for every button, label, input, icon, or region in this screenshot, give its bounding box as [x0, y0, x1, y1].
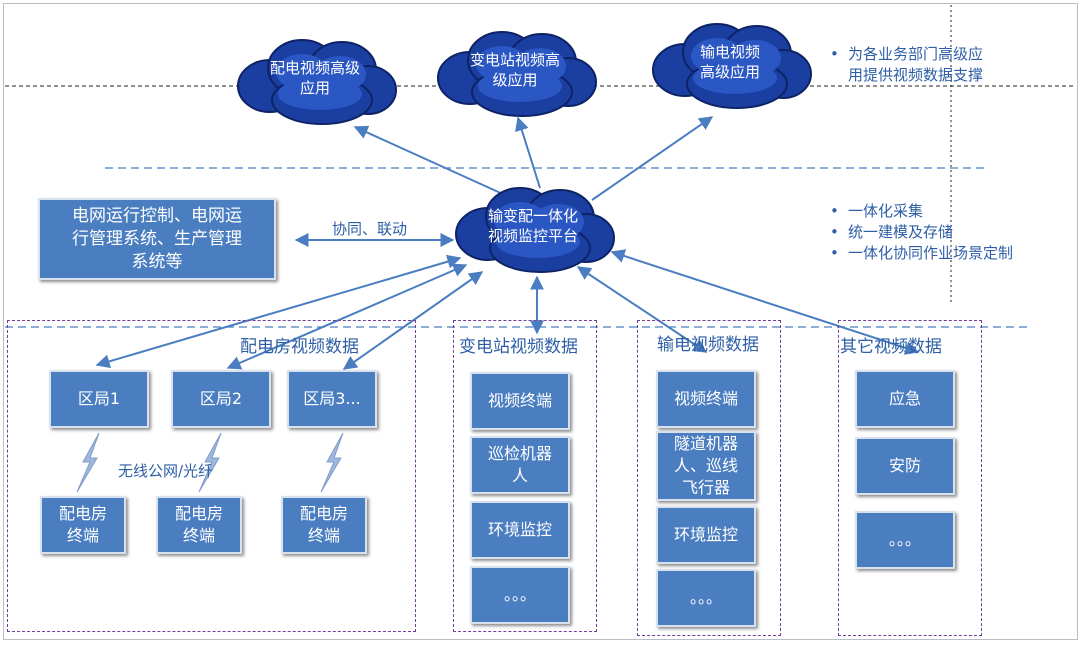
- cloud-dist-app-label: 配电视频高级 应用: [269, 59, 360, 97]
- grid-systems-box: 电网运行控制、电网运 行管理系统、生产管理 系统等: [38, 198, 276, 280]
- trans-item-box: 视频终端: [656, 370, 756, 428]
- sub-item-label: 环境监控: [487, 520, 552, 539]
- trans-item-label: 环境监控: [673, 525, 738, 544]
- cloud-icon: [455, 187, 615, 273]
- dist-terminal-label: 配电房 终端: [174, 504, 223, 545]
- other-item-box: 安防: [855, 437, 955, 495]
- cloud-sub-app: 变电站视频高 级应用: [430, 20, 600, 120]
- sub-item-label: 视频终端: [487, 391, 552, 410]
- other-item-box: 应急: [855, 370, 955, 428]
- dist-terminal-box: 配电房 终端: [40, 496, 126, 554]
- group-sub-title: 变电站视频数据: [459, 337, 578, 357]
- note-mid-item: •一体化协同作业场景定制: [830, 244, 1014, 262]
- trans-item-box: 环境监控: [656, 506, 756, 564]
- other-item-label: 。。。: [888, 530, 921, 549]
- bullet-dot: •: [830, 45, 839, 63]
- bureau-box: 区局1: [49, 370, 149, 428]
- cloud-platform: 输变配一体化 视频监控平台: [448, 176, 618, 276]
- cloud-trans-app: 输电视频 高级应用: [645, 12, 815, 112]
- note-mid-item: •统一建模及存储: [830, 223, 954, 241]
- bullet-dot: •: [830, 223, 839, 241]
- cloud-sub-app-label: 变电站视频高 级应用: [469, 51, 560, 89]
- other-item-label: 应急: [888, 389, 921, 408]
- diagram-frame: [3, 3, 1078, 640]
- sub-item-box: 视频终端: [470, 372, 570, 430]
- arrow-platform-dist-app: [353, 125, 506, 196]
- group-dist: [7, 320, 416, 632]
- wireless-label: 无线公网/光纤: [118, 462, 214, 480]
- group-other-title: 其它视频数据: [840, 337, 942, 357]
- dist-terminal-label: 配电房 终端: [299, 504, 348, 545]
- grid-systems-label: 电网运行控制、电网运 行管理系统、生产管理 系统等: [72, 205, 242, 272]
- sub-item-box: 巡检机器 人: [470, 436, 570, 494]
- group-sub: [453, 320, 597, 632]
- group-trans-title: 输电视频数据: [657, 335, 759, 355]
- dist-terminal-box: 配电房 终端: [156, 496, 242, 554]
- arrow-platform-other: [610, 249, 920, 355]
- note-top-text: 为各业务部门高级应 用提供视频数据支撑: [848, 45, 984, 84]
- bullet-dot: •: [830, 244, 839, 262]
- bureau-label: 区局1: [77, 389, 121, 408]
- trans-item-label: 隧道机器 人、巡线 飞行器: [673, 434, 738, 497]
- sub-item-box: 环境监控: [470, 501, 570, 559]
- lightning-bolt-icon: [198, 432, 222, 493]
- other-item-label: 安防: [888, 456, 921, 475]
- cloud-trans-app-label: 输电视频 高级应用: [699, 43, 760, 81]
- bureau-label: 区局3...: [303, 389, 361, 408]
- lightning-bolt-icon: [76, 432, 100, 493]
- arrow-platform-trans-app: [591, 116, 714, 201]
- cloud-dist-app: 配电视频高级 应用: [230, 28, 400, 128]
- bureau-box: 区局3...: [287, 370, 377, 428]
- cloud-icon: [237, 39, 397, 125]
- cloud-icon: [652, 23, 812, 109]
- note-top: • 为各业务部门高级应 用提供视频数据支撑: [830, 44, 983, 86]
- dist-terminal-label: 配电房 终端: [58, 504, 107, 545]
- lightning-bolt-icon: [320, 432, 344, 493]
- trans-item-label: 视频终端: [673, 389, 738, 408]
- arrow-platform-sub-app: [515, 116, 541, 189]
- sub-item-box: 。。。: [470, 566, 570, 624]
- cloud-icon: [437, 31, 597, 117]
- bullet-dot: •: [830, 202, 839, 220]
- sub-item-label: 。。。: [503, 585, 536, 604]
- dist-terminal-box: 配电房 终端: [281, 496, 367, 554]
- group-other: [838, 320, 982, 636]
- bureau-label: 区局2: [199, 389, 243, 408]
- cloud-platform-label: 输变配一体化 视频监控平台: [487, 207, 578, 245]
- trans-item-box: 。。。: [656, 569, 756, 627]
- group-trans: [637, 320, 781, 636]
- trans-item-box: 隧道机器 人、巡线 飞行器: [656, 431, 756, 501]
- sub-item-label: 巡检机器 人: [487, 444, 552, 485]
- other-item-box: 。。。: [855, 511, 955, 569]
- note-mid: •一体化采集 •统一建模及存储 •一体化协同作业场景定制: [830, 201, 1013, 264]
- bureau-box: 区局2: [171, 370, 271, 428]
- trans-item-label: 。。。: [689, 588, 722, 607]
- group-dist-title: 配电房视频数据: [240, 337, 359, 357]
- note-mid-item: •一体化采集: [830, 202, 924, 220]
- coordination-label: 协同、联动: [332, 220, 408, 238]
